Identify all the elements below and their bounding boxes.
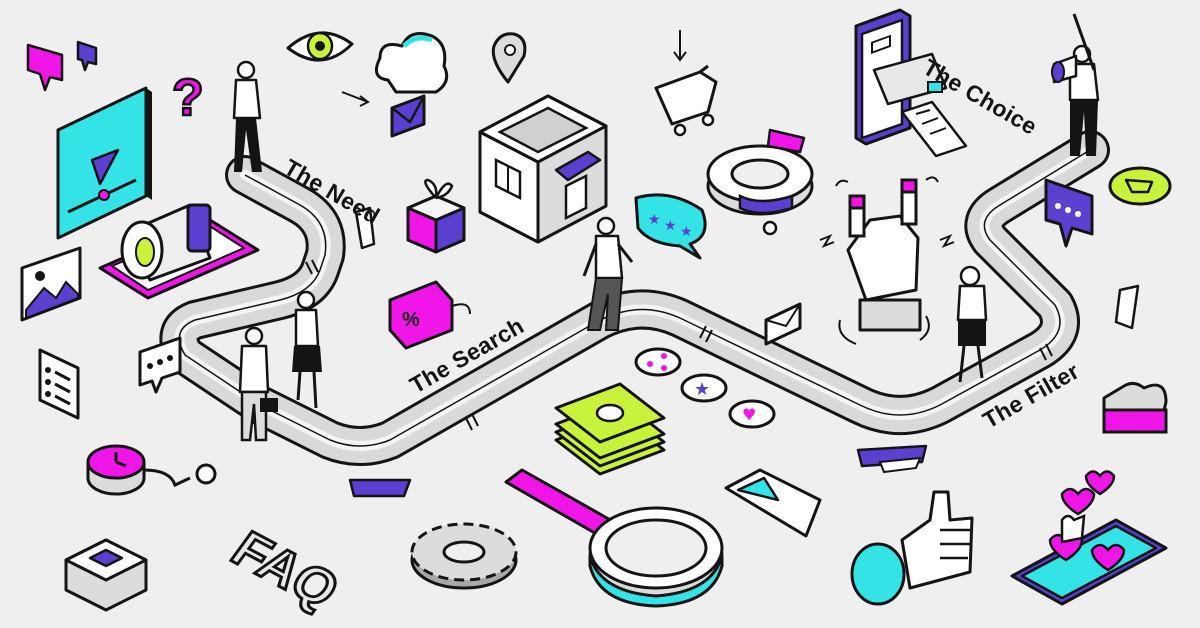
checklist-icon bbox=[38, 348, 80, 420]
filter-icon bbox=[724, 468, 822, 538]
return-arrow-icon bbox=[1114, 284, 1140, 330]
question-icon: ? bbox=[171, 68, 205, 129]
percent-tag-icon: % bbox=[388, 280, 471, 350]
path-fragment bbox=[348, 206, 928, 498]
thumbs-up-icon bbox=[850, 490, 974, 606]
share-coin-icon bbox=[634, 347, 682, 377]
video-player-icon bbox=[56, 86, 152, 240]
svg-text:?: ? bbox=[172, 69, 204, 127]
chat-dots-icon bbox=[138, 336, 182, 394]
chat-icon bbox=[26, 40, 98, 92]
svg-text:♥: ♥ bbox=[742, 405, 756, 424]
chat-dots-purple-icon bbox=[1044, 178, 1094, 248]
arrow-icon bbox=[341, 91, 370, 107]
person-pair-left bbox=[238, 290, 322, 442]
cloud-icon bbox=[374, 32, 449, 94]
star-coin-icon: ★ bbox=[680, 373, 728, 403]
envelope-icon bbox=[764, 302, 802, 346]
svg-text:★: ★ bbox=[680, 224, 693, 240]
person-woman-right bbox=[956, 265, 988, 383]
gift-icon bbox=[406, 178, 466, 254]
person-man-top bbox=[232, 60, 262, 172]
button-box-icon bbox=[64, 538, 148, 612]
location-pin-icon bbox=[491, 32, 527, 84]
image-icon bbox=[20, 246, 82, 322]
eye-icon bbox=[286, 31, 354, 62]
rating-icon: ★ ★ ★ bbox=[634, 193, 707, 260]
svg-text:★: ★ bbox=[648, 212, 661, 228]
svg-text:★: ★ bbox=[664, 218, 677, 234]
hand-magnet-icon bbox=[819, 176, 955, 345]
megaphone-icon bbox=[98, 203, 260, 300]
store-icon bbox=[478, 94, 608, 244]
donut-chart-icon bbox=[706, 128, 814, 236]
heart-icon bbox=[1102, 381, 1168, 434]
person-walking-center bbox=[582, 216, 634, 331]
mail-icon bbox=[390, 94, 426, 138]
phone-payment-icon bbox=[854, 8, 968, 158]
svg-text:%: % bbox=[402, 309, 420, 331]
cart-icon bbox=[654, 30, 718, 137]
svg-text:★: ★ bbox=[694, 379, 710, 400]
magnifier-icon bbox=[504, 468, 724, 608]
cart-badge-icon bbox=[1108, 166, 1172, 206]
person-megaphone-top-right bbox=[1051, 13, 1100, 156]
money-icon bbox=[554, 382, 666, 476]
heart-coin-icon: ♥ bbox=[728, 399, 776, 429]
like-phone-icon bbox=[1010, 470, 1168, 606]
clock-icon bbox=[86, 444, 217, 496]
gear-icon bbox=[410, 522, 518, 590]
